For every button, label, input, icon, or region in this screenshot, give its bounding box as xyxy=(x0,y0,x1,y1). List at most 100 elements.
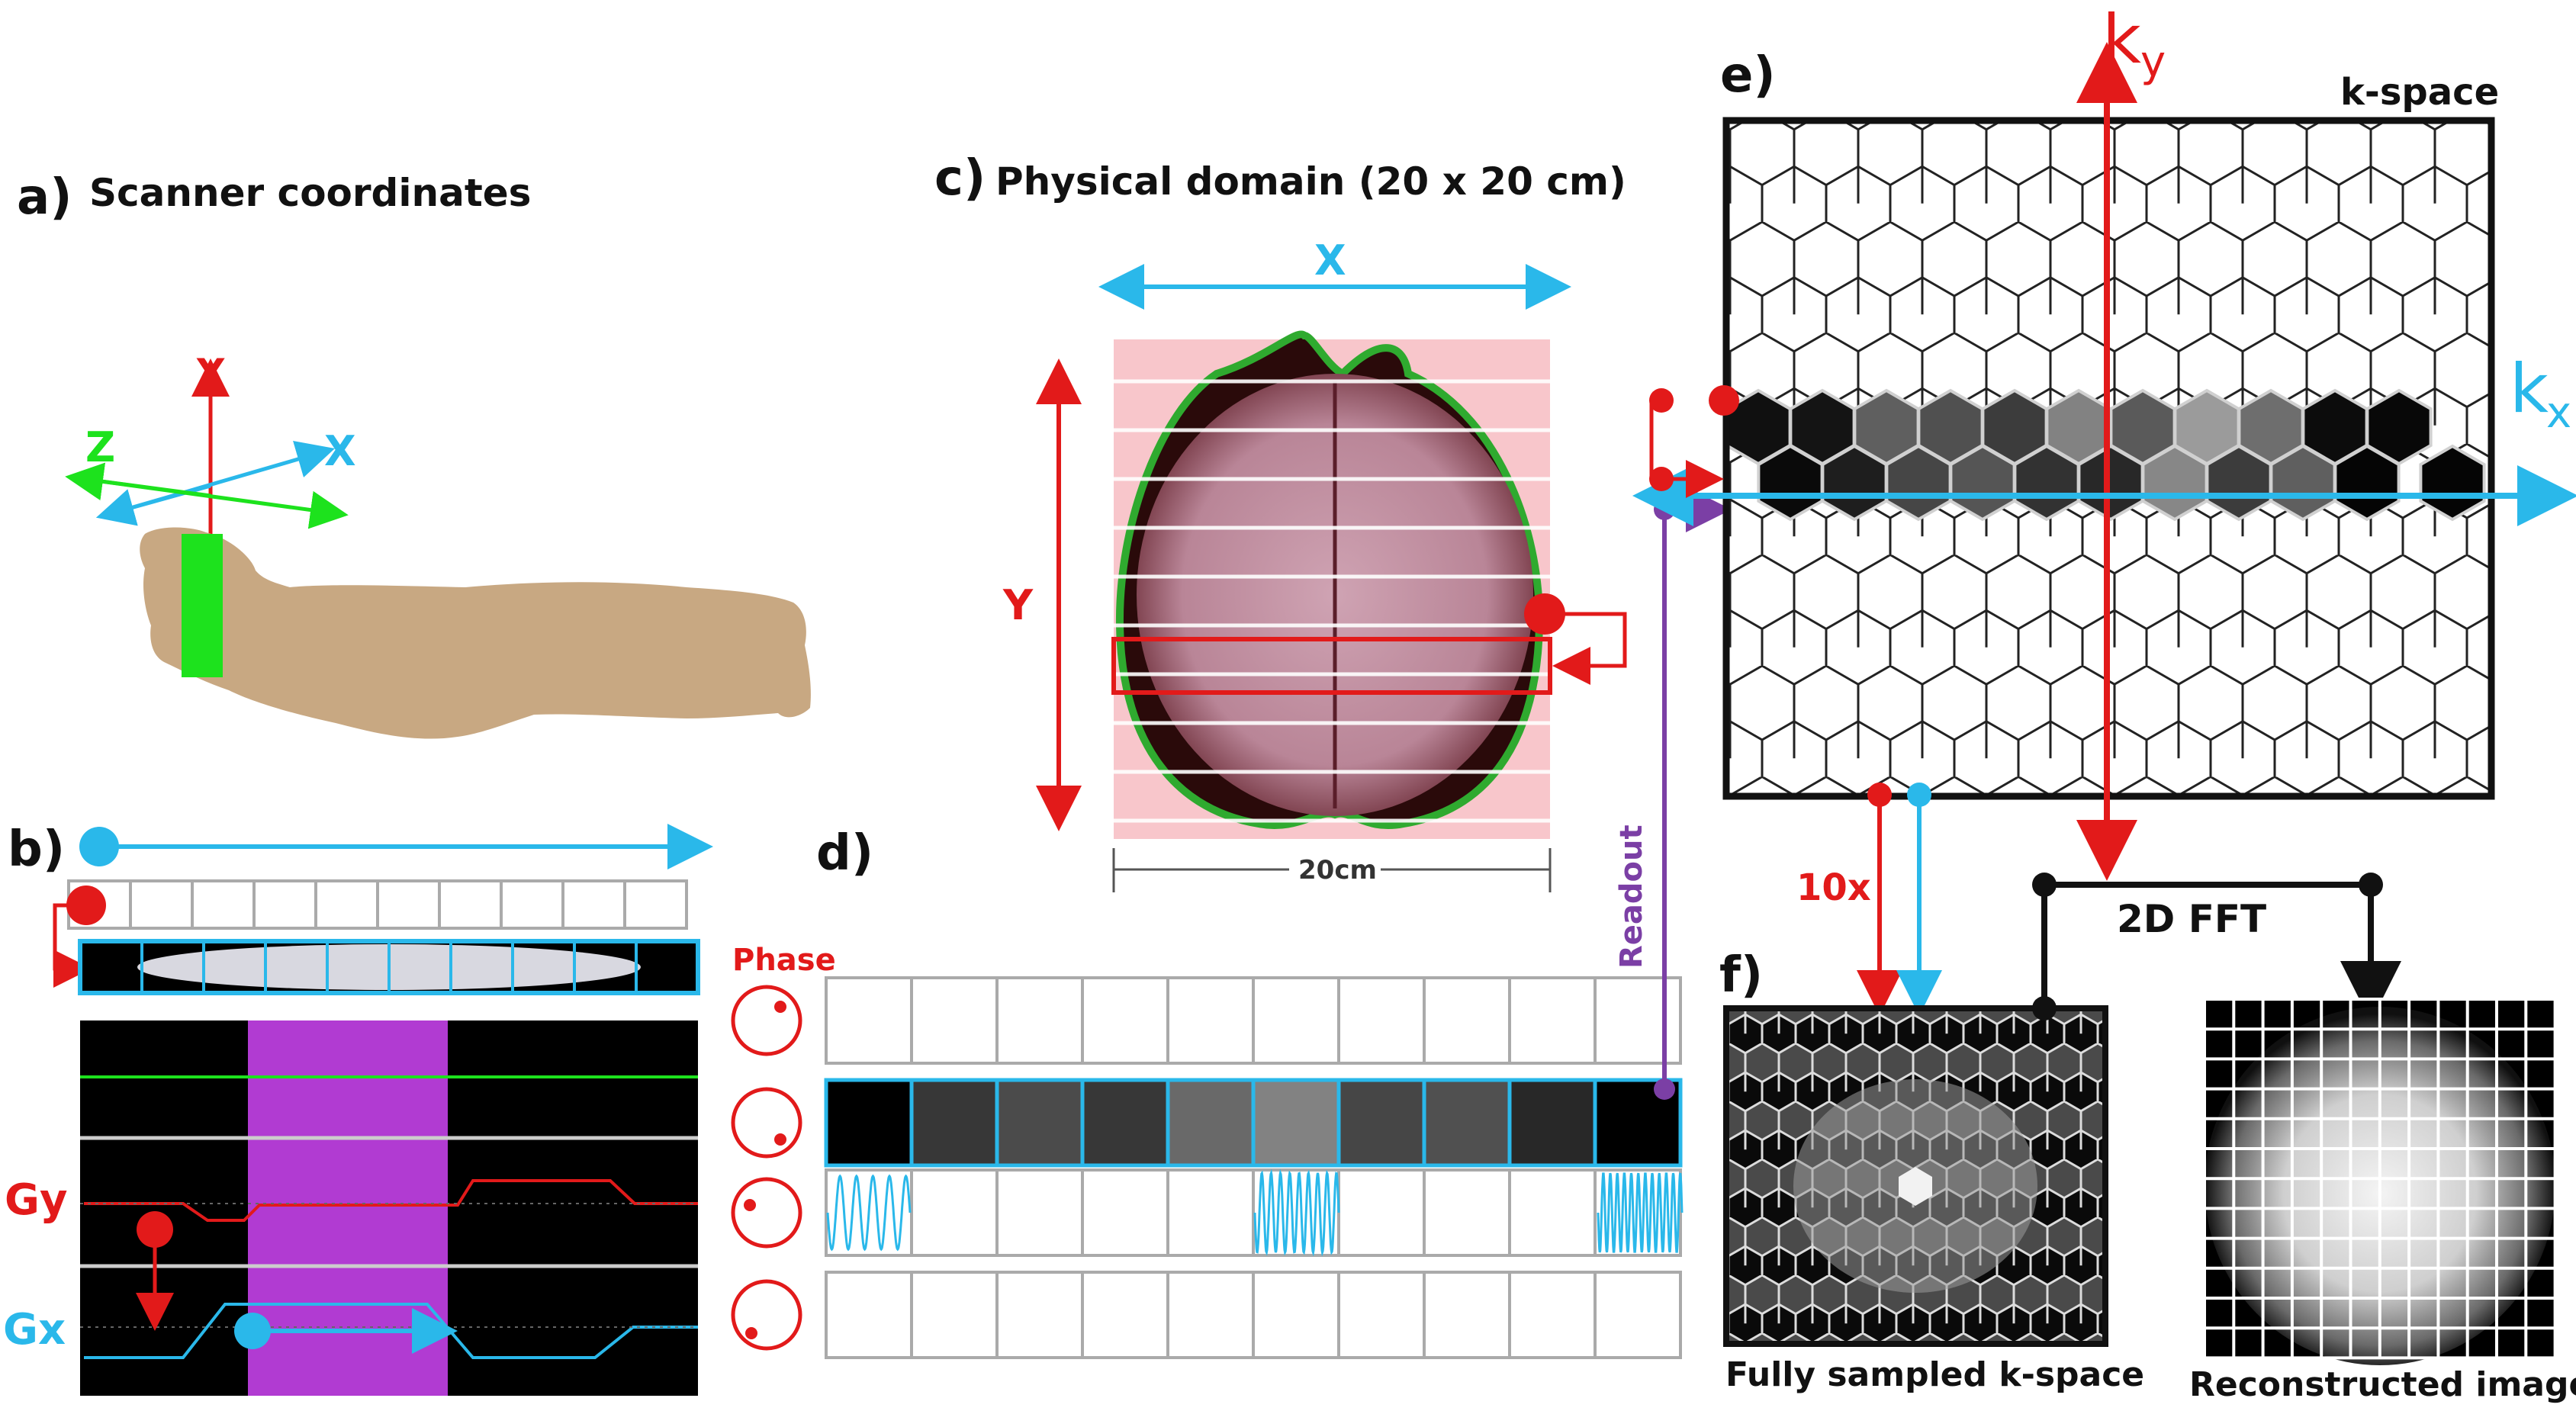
grid-cell xyxy=(129,879,194,930)
empty-cell xyxy=(1166,976,1255,1065)
panel-c-letter: c) xyxy=(934,150,986,207)
gx-label: Gx xyxy=(3,1305,66,1355)
phase-encode-lines xyxy=(1114,379,1550,823)
readout-matrix xyxy=(824,976,1683,1359)
panel-e: e) k-space k y k x xyxy=(1632,0,2576,881)
kspace-sample xyxy=(2419,444,2486,522)
phase-grid-row xyxy=(67,879,688,930)
panel-a xyxy=(65,358,811,739)
kspace-sample xyxy=(2333,444,2401,522)
empty-cell xyxy=(825,976,913,1065)
grid-cell xyxy=(438,879,503,930)
panel-a-letter: a) xyxy=(17,169,72,226)
empty-cell xyxy=(1081,1168,1169,1257)
empty-cell xyxy=(1252,976,1340,1065)
empty-cell xyxy=(1081,976,1169,1065)
empty-cell xyxy=(1081,1271,1169,1359)
phase-step-arrow xyxy=(53,903,92,988)
selected-line-box xyxy=(1111,637,1552,695)
scale-bar-label: 20cm xyxy=(1298,855,1377,885)
phase-circle xyxy=(731,985,802,1056)
phase-circles xyxy=(731,985,802,1351)
grid-cell xyxy=(314,879,379,930)
signal-waveform xyxy=(1253,1168,1340,1257)
empty-cell xyxy=(1423,1168,1511,1257)
readout-cell xyxy=(1422,1078,1512,1168)
readout-cell xyxy=(1336,1078,1426,1168)
readout-waveforms xyxy=(826,1168,1684,1257)
gy-label: Gy xyxy=(5,1175,67,1225)
grid-cell xyxy=(191,879,256,930)
gy-trace xyxy=(84,1179,698,1222)
left-caption: Fully sampled k-space xyxy=(1725,1355,2144,1394)
empty-cell xyxy=(1166,1168,1255,1257)
ky-subscript: y xyxy=(2140,37,2166,87)
panel-e-letter: e) xyxy=(1720,47,1776,104)
grid-cell xyxy=(500,879,564,930)
panel-d-letter: d) xyxy=(816,825,873,882)
fft-label: 2D FFT xyxy=(2117,897,2266,941)
empty-cell xyxy=(995,976,1084,1065)
empty-cell xyxy=(1508,976,1597,1065)
empty-cell xyxy=(1337,1168,1426,1257)
head-slice-band xyxy=(182,534,223,677)
panel-e-title: k-space xyxy=(2340,71,2499,114)
x-extent-label: X xyxy=(1314,236,1346,284)
kx-subscript: x xyxy=(2546,388,2571,438)
panel-b: b) Gy Gx xyxy=(3,821,713,1396)
panel-c: c) Physical domain (20 x 20 cm) X Y 20cm xyxy=(934,150,1627,892)
kx-label: k xyxy=(2510,349,2549,428)
phase-label: Phase xyxy=(732,943,836,978)
grid-cell xyxy=(561,879,626,930)
y-extent-label: Y xyxy=(1002,581,1034,629)
panel-f: f) 10x Fully sampled k-space 2D FFT Reco… xyxy=(1719,783,2576,1404)
grid-cell xyxy=(252,879,317,930)
signal-waveform xyxy=(826,1174,912,1252)
panel-a-title: Scanner coordinates xyxy=(89,171,531,215)
panel-b-letter: b) xyxy=(8,821,65,878)
empty-cell xyxy=(1337,1271,1426,1359)
axis-label-x: X xyxy=(324,427,356,475)
empty-cell xyxy=(1337,976,1426,1065)
recon-pixel-grid xyxy=(2203,998,2557,1360)
empty-cell xyxy=(910,1168,999,1257)
readout-label: Readout xyxy=(1614,824,1649,969)
empty-cell xyxy=(1166,1271,1255,1359)
empty-cell xyxy=(1252,1271,1340,1359)
grid-cell xyxy=(376,879,441,930)
right-caption: Reconstructed image xyxy=(2189,1365,2576,1404)
empty-cell xyxy=(1423,976,1511,1065)
repeat-factor: 10x xyxy=(1796,866,1871,909)
axis-label-y: Y xyxy=(196,351,225,395)
grid-cell xyxy=(623,879,688,930)
phase-circle xyxy=(731,1087,802,1159)
readout-cell xyxy=(1080,1078,1170,1168)
empty-cell xyxy=(825,1271,913,1359)
empty-cell xyxy=(1508,1271,1597,1359)
empty-cell xyxy=(995,1271,1084,1359)
kspace-sampled-rows xyxy=(1726,388,2486,522)
readout-cell xyxy=(1507,1078,1597,1168)
panel-d: d) Phase Readout xyxy=(731,487,1732,1359)
panel-f-letter: f) xyxy=(1719,947,1763,1004)
phase-circle xyxy=(731,1177,802,1249)
empty-cell xyxy=(910,1271,999,1359)
empty-cell xyxy=(995,1168,1084,1257)
patient-silhouette xyxy=(140,527,811,739)
ky-label: k xyxy=(2102,0,2141,79)
readout-cell xyxy=(909,1078,999,1168)
empty-cell xyxy=(1423,1271,1511,1359)
axis-label-z: Z xyxy=(85,423,115,471)
readout-cell xyxy=(995,1078,1085,1168)
readout-cell xyxy=(1166,1078,1256,1168)
empty-cell xyxy=(1594,976,1682,1065)
readout-cell xyxy=(1251,1078,1341,1168)
empty-cell xyxy=(910,976,999,1065)
readout-cell xyxy=(824,1078,914,1168)
empty-cell xyxy=(1594,1271,1682,1359)
panel-c-title: Physical domain (20 x 20 cm) xyxy=(995,159,1626,204)
signal-waveform xyxy=(1597,1172,1684,1253)
empty-cell xyxy=(1508,1168,1597,1257)
phase-circle xyxy=(731,1279,802,1351)
